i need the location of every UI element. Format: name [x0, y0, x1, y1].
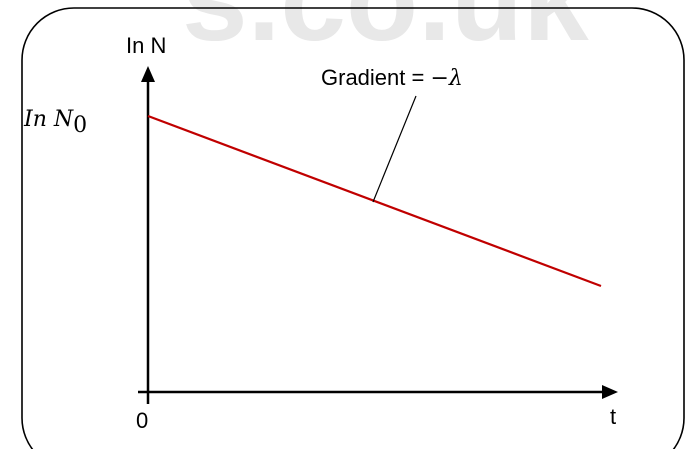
gradient-label-text: Gradient = [321, 65, 430, 90]
gradient-pointer [372, 95, 417, 203]
gradient-label: Gradient = −λ [321, 65, 463, 91]
intercept-label: In N0 [23, 107, 87, 138]
diagram-frame [21, 7, 685, 449]
gradient-label-symbol: −λ [430, 66, 462, 91]
y-axis-label: In N [126, 33, 166, 58]
intercept-label-subscript: 0 [73, 113, 87, 138]
origin-label: 0 [136, 408, 148, 433]
intercept-label-base: In N [23, 107, 74, 132]
y-axis-arrowhead [141, 66, 155, 82]
x-axis-arrowhead [602, 385, 618, 399]
x-axis-label: t [610, 404, 616, 429]
watermark-text: s.co.uk [182, 0, 589, 66]
decay-line [147, 114, 602, 288]
